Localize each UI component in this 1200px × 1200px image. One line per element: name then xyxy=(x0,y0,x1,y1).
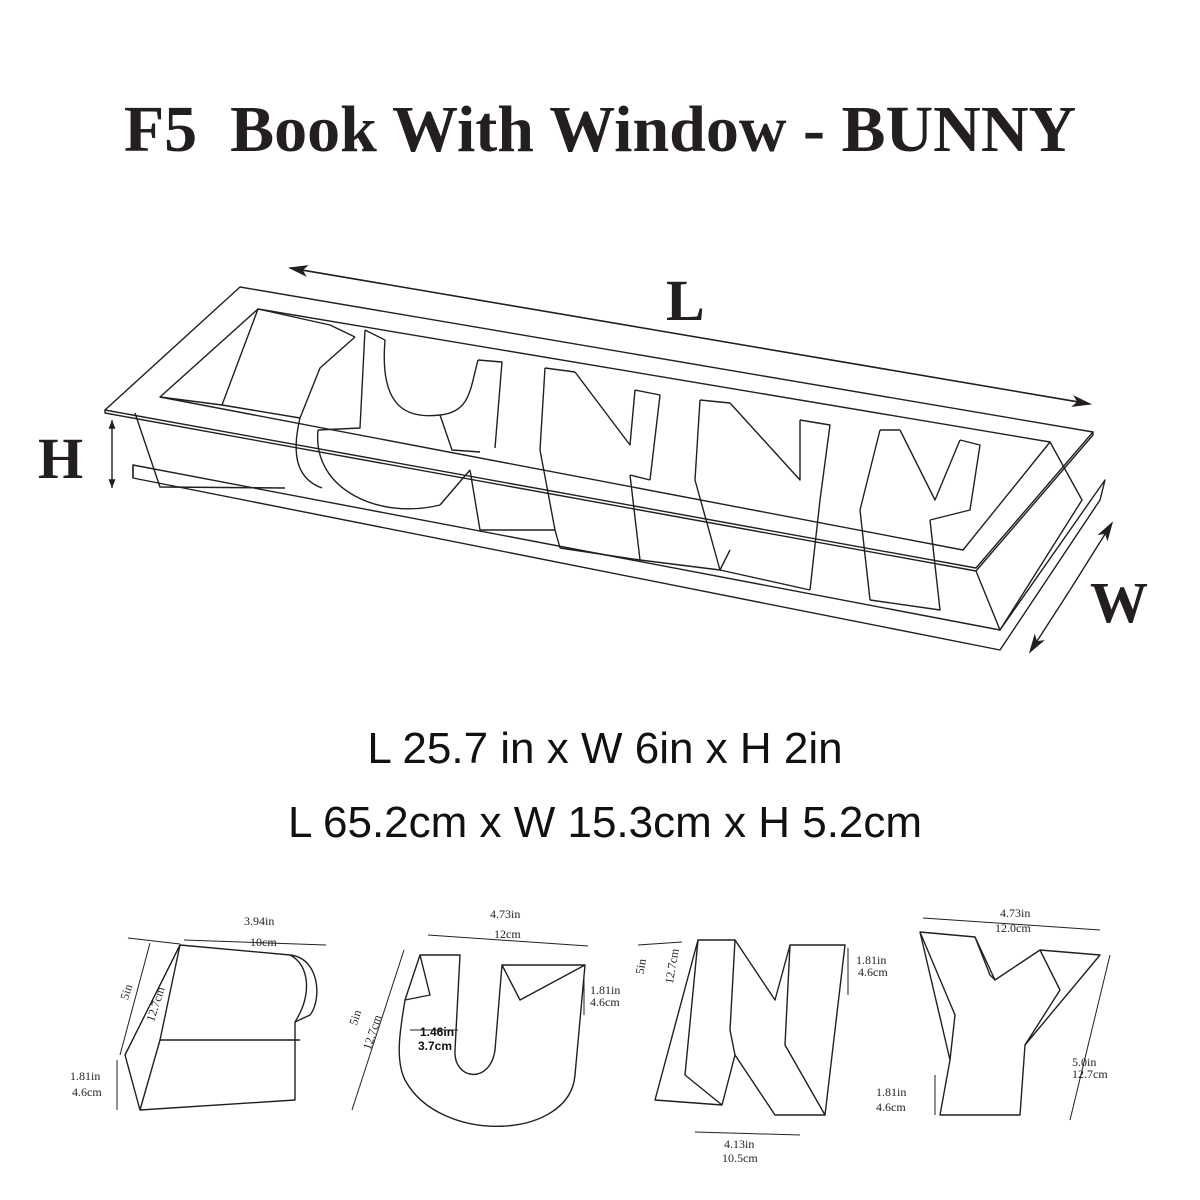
width-label: W xyxy=(1090,570,1148,635)
n-depth-cm: 4.6cm xyxy=(858,965,888,979)
letter-u-mold xyxy=(351,934,589,1128)
b-top-width: 3.94in xyxy=(244,914,274,928)
letter-b-mold xyxy=(116,937,327,1111)
y-height: 5.0in xyxy=(1072,1055,1096,1069)
b-depth-cm: 4.6cm xyxy=(72,1085,102,1099)
box-outline xyxy=(104,286,1106,651)
height-label: H xyxy=(38,426,83,491)
n-height: 5in xyxy=(633,958,649,976)
n-bottom-width-cm: 10.5cm xyxy=(722,1151,758,1165)
n-bottom-width: 4.13in xyxy=(724,1137,754,1151)
n-depth: 1.81in xyxy=(856,953,886,967)
b-height: 5in xyxy=(117,982,135,1001)
length-label: L xyxy=(666,268,705,333)
y-top-width: 4.73in xyxy=(1000,906,1030,920)
dimensions-imperial: L 25.7 in x W 6in x H 2in xyxy=(367,724,843,773)
y-depth-cm: 4.6cm xyxy=(876,1100,906,1114)
dimensions-metric: L 65.2cm x W 15.3cm x H 5.2cm xyxy=(287,798,923,847)
letter-n-mold xyxy=(637,939,849,1136)
u-depth: 1.81in xyxy=(590,983,620,997)
u-top-width: 4.73in xyxy=(490,907,520,921)
y-top-width-cm: 12.0cm xyxy=(995,921,1031,935)
u-depth-cm: 4.6cm xyxy=(590,995,620,1009)
u-height: 5in xyxy=(346,1008,364,1027)
page-title: F5 Book With Window - BUNNY xyxy=(123,93,1077,166)
y-depth: 1.81in xyxy=(876,1085,906,1099)
letter-y-mold xyxy=(919,917,1111,1121)
b-depth: 1.81in xyxy=(70,1069,100,1083)
width-arrow xyxy=(1069,521,1114,591)
u-top-width-cm: 12cm xyxy=(494,927,521,941)
u-inner-gap: 1.46in xyxy=(420,1025,454,1039)
n-height-cm: 12.7cm xyxy=(662,947,682,985)
y-height-cm: 12.7cm xyxy=(1072,1067,1108,1081)
b-top-width-cm: 10cm xyxy=(250,935,277,949)
bunny-cavities xyxy=(159,308,981,611)
u-inner-gap-cm: 3.7cm xyxy=(418,1039,452,1053)
u-height-cm: 12.7cm xyxy=(360,1013,385,1052)
